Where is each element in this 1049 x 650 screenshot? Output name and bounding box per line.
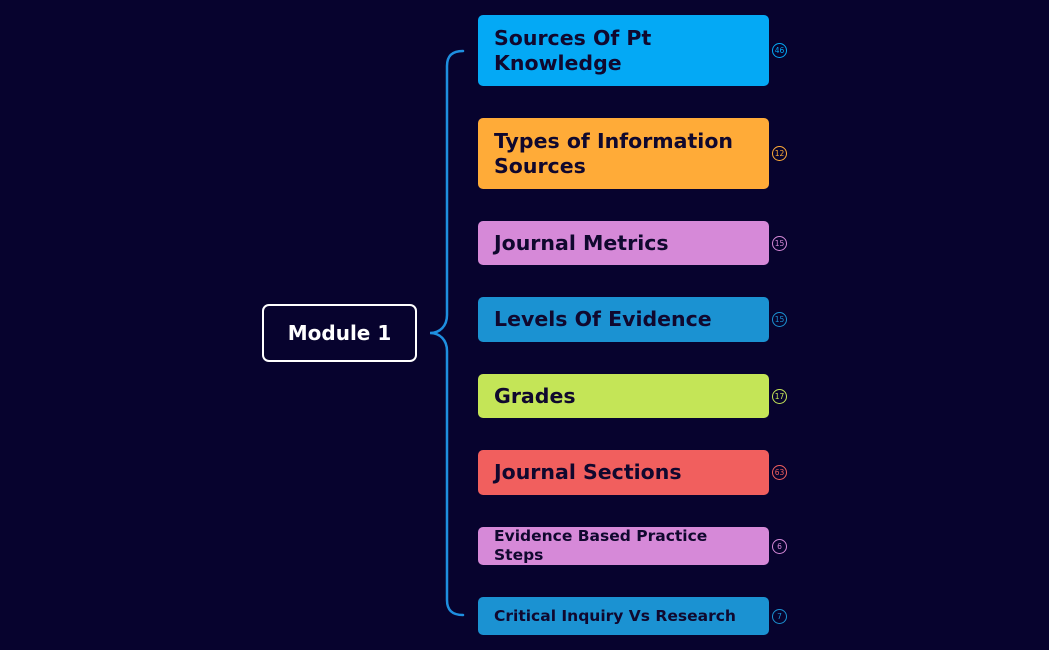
topic-label: Evidence Based Practice Steps — [494, 527, 708, 564]
topic-count-badge[interactable]: 15 — [772, 312, 787, 327]
topic-count-badge[interactable]: 46 — [772, 43, 787, 58]
topic-levels-of-evidence[interactable]: Levels Of Evidence — [478, 297, 769, 342]
topic-label: Types of Information Sources — [494, 128, 734, 178]
branch-line — [429, 49, 465, 617]
topic-label: Sources Of Pt Knowledge — [494, 25, 652, 75]
topic-label: Critical Inquiry Vs Research — [494, 606, 736, 625]
topic-count-badge[interactable]: 6 — [772, 538, 787, 554]
topic-count-badge[interactable]: 15 — [772, 235, 787, 251]
central-topic[interactable]: Module 1 — [262, 304, 417, 362]
topic-count-badge[interactable]: 7 — [772, 608, 787, 624]
topic-label: Levels Of Evidence — [494, 307, 712, 332]
topic-count-badge[interactable]: 17 — [772, 388, 787, 404]
topic-sources-of-pt-knowledge[interactable]: Sources Of Pt Knowledge — [478, 15, 769, 86]
topic-label: Grades — [494, 383, 576, 408]
topic-types-of-information-sources[interactable]: Types of Information Sources — [478, 118, 769, 189]
topic-grades[interactable]: Grades — [478, 374, 769, 418]
topic-evidence-based-practice-steps[interactable]: Evidence Based Practice Steps — [478, 527, 769, 565]
topic-journal-metrics[interactable]: Journal Metrics — [478, 221, 769, 265]
topic-count-badge[interactable]: 12 — [772, 146, 787, 161]
topic-journal-sections[interactable]: Journal Sections — [478, 450, 769, 495]
topic-label: Journal Sections — [494, 460, 682, 485]
central-topic-label: Module 1 — [287, 321, 392, 345]
topic-label: Journal Metrics — [494, 230, 669, 255]
topic-critical-inquiry-vs-research[interactable]: Critical Inquiry Vs Research — [478, 597, 769, 635]
topic-count-badge[interactable]: 63 — [772, 465, 787, 480]
